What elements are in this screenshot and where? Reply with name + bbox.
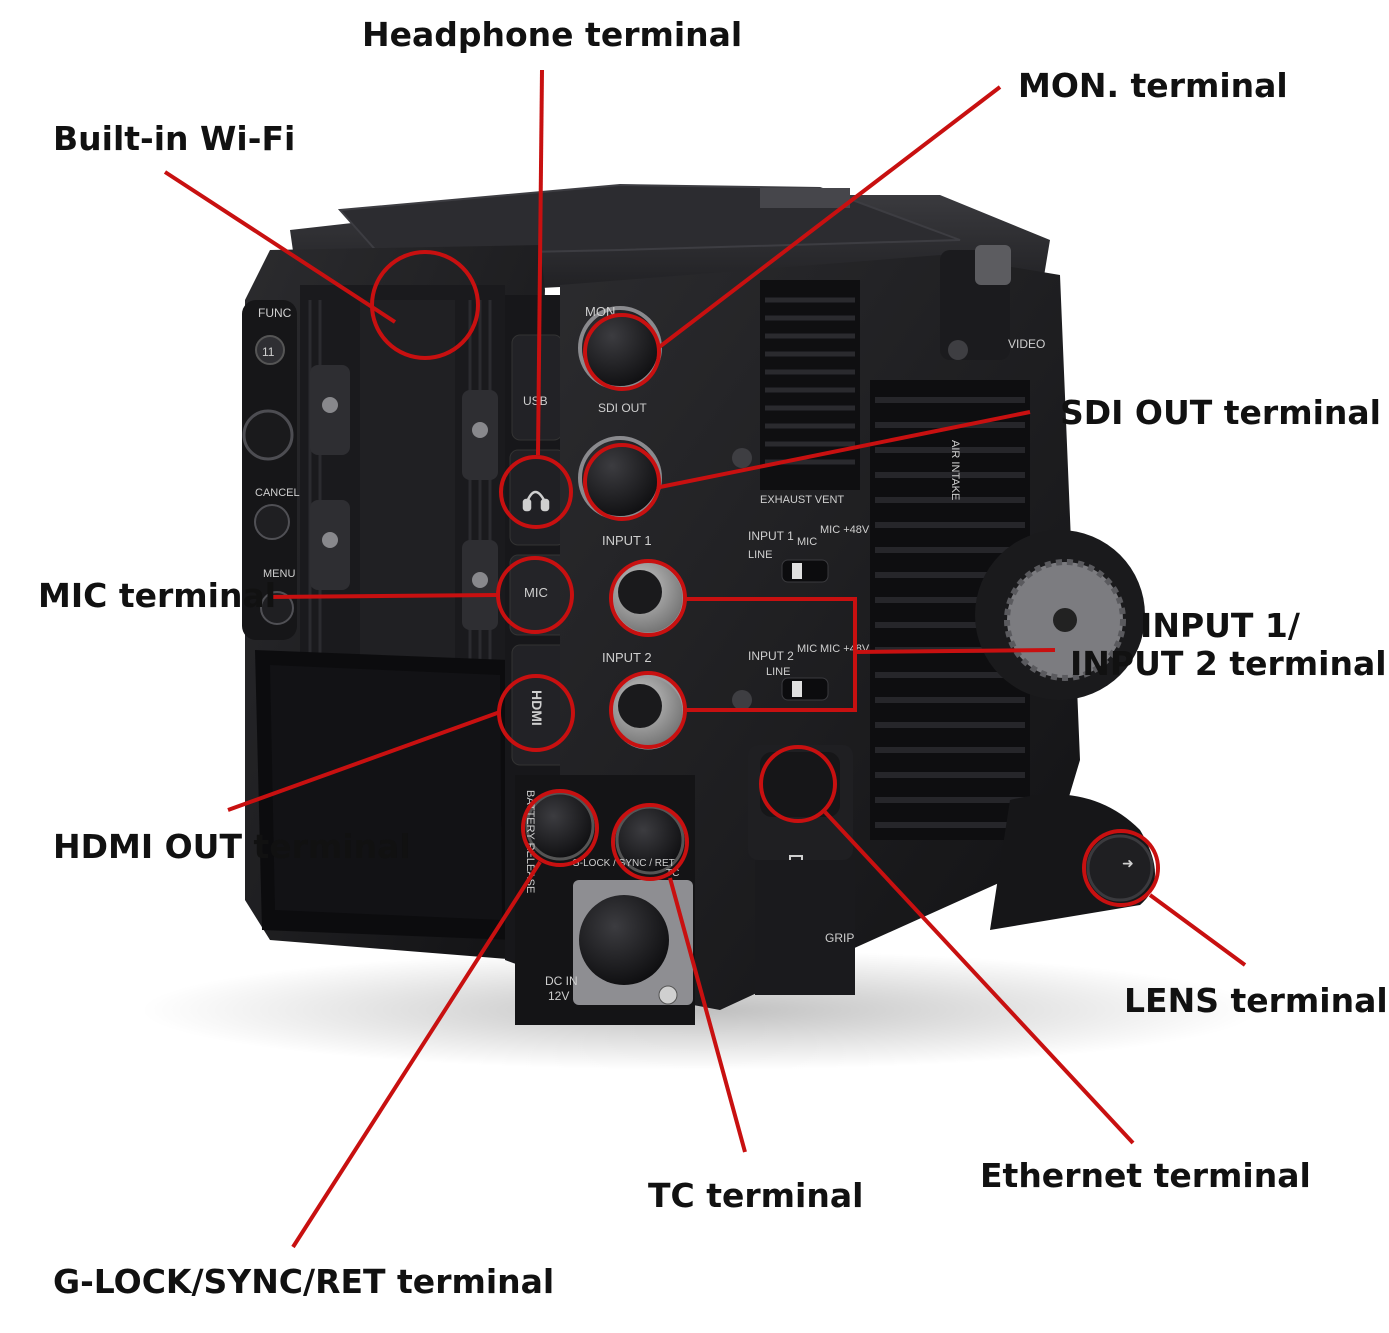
grip-marking: GRIP: [825, 931, 854, 945]
battery-compartment-inner: [270, 665, 502, 920]
input2-switch[interactable]: [781, 677, 829, 701]
lens-connector[interactable]: [1086, 834, 1154, 902]
func-marking: FUNC: [258, 306, 292, 320]
mic-port-marking: MIC: [524, 585, 548, 600]
glock-leader: [291, 860, 542, 1249]
input1-latch: [618, 570, 662, 614]
mon-marking: MON: [585, 304, 615, 319]
hdmi-logo-marking: HDMI: [529, 690, 545, 726]
input2-latch: [618, 684, 662, 728]
glock-tc-marking: G-LOCK / SYNC / RET: [572, 858, 675, 869]
input2-screw: [732, 690, 752, 710]
label-sdi-out-terminal: SDI OUT terminal: [1060, 393, 1381, 432]
sdi-ring: [583, 443, 661, 521]
usb-marking: USB: [523, 394, 548, 408]
wifi-leader: [163, 170, 397, 324]
label-input-line2: INPUT 2 terminal: [1070, 643, 1387, 683]
label-input-line1: INPUT 1/: [1140, 606, 1300, 645]
dc-in-marking: DC IN: [545, 974, 578, 988]
video-screw: [948, 340, 968, 360]
callouts: [163, 69, 1247, 1249]
label-mon-terminal: MON. terminal: [1018, 66, 1288, 105]
dc-in-screw: [658, 985, 678, 1005]
input1-switch-knob: [792, 563, 802, 579]
intake-slots: [875, 397, 1025, 828]
ethernet-leader: [823, 810, 1135, 1145]
menu-button[interactable]: [260, 591, 294, 625]
mic-ring: [496, 556, 574, 634]
dc-in-cap[interactable]: [579, 895, 669, 985]
label-input-terminal: INPUT 1/ INPUT 2 terminal: [1070, 606, 1387, 683]
label-ethernet-terminal: Ethernet terminal: [980, 1156, 1311, 1195]
mon-leader: [656, 85, 1002, 350]
input2-switch-knob: [792, 681, 802, 697]
rear-center-panel: [360, 300, 455, 685]
input2-marking: INPUT 2: [602, 650, 652, 665]
headphone-icon: [522, 490, 550, 512]
ethernet-ring: [759, 745, 837, 823]
switch2-input-marking: INPUT 2: [748, 649, 794, 663]
lens-leader: [1148, 893, 1247, 967]
label-glock-terminal: G-LOCK/SYNC/RET terminal: [53, 1262, 555, 1301]
headphone-leader: [536, 69, 544, 456]
input-bracket: [685, 597, 857, 712]
switch2-line-marking: LINE: [766, 666, 790, 678]
rosette-hole: [1053, 608, 1077, 632]
sdi-leader: [659, 410, 1031, 489]
grip-panel: [755, 860, 855, 995]
mount-pads: [310, 365, 498, 630]
joystick[interactable]: [242, 409, 294, 461]
input1-switch[interactable]: [781, 559, 829, 583]
ethernet-cap[interactable]: [760, 752, 840, 817]
exhaust-slots: [765, 297, 855, 465]
lens-ring: [1082, 829, 1160, 907]
video-marking: VIDEO: [1008, 337, 1045, 351]
video-knob[interactable]: [975, 245, 1011, 285]
menu-marking: MENU: [263, 568, 295, 580]
label-hdmi-out-terminal: HDMI OUT terminal: [53, 827, 411, 866]
hdmi-ring: [497, 674, 575, 752]
mic-leader: [267, 593, 499, 599]
sdi-out-marking: SDI OUT: [598, 401, 647, 415]
tc-ring: [611, 803, 689, 881]
mon-ring: [583, 313, 661, 391]
tc-leader: [668, 877, 747, 1153]
wifi-ring: [370, 250, 480, 360]
left-button-column: [242, 300, 297, 640]
switch1-input-marking: INPUT 1: [748, 529, 794, 543]
dc-12v-marking: 12V: [548, 989, 569, 1003]
cancel-marking: CANCEL: [255, 487, 300, 499]
top-screw-plate: [760, 188, 850, 208]
switch2-mic-marking: MIC: [797, 643, 817, 655]
func-button[interactable]: [255, 335, 285, 365]
switch1-line-marking: LINE: [748, 549, 772, 561]
label-mic-terminal: MIC terminal: [38, 576, 277, 615]
exhaust-marking: EXHAUST VENT: [760, 494, 844, 506]
air-intake-marking: AIR INTAKE: [949, 440, 961, 500]
hdmi-leader: [227, 710, 501, 812]
headphone-ring: [499, 455, 573, 529]
label-built-in-wifi: Built-in Wi-Fi: [53, 119, 296, 158]
cancel-button[interactable]: [254, 504, 290, 540]
label-headphone-terminal: Headphone terminal: [362, 15, 743, 54]
sdi-screw: [732, 448, 752, 468]
label-tc-terminal: TC terminal: [648, 1176, 864, 1215]
input-leader: [854, 648, 1056, 654]
label-lens-terminal: LENS terminal: [1124, 981, 1388, 1020]
switch1-48v-marking: MIC +48V: [820, 524, 870, 536]
input1-marking: INPUT 1: [602, 533, 652, 548]
glock-ring: [521, 789, 599, 867]
func-number-marking: 11: [262, 345, 275, 359]
switch1-mic-marking: MIC: [797, 536, 817, 548]
lens-arrow-icon: ➜: [1122, 855, 1134, 871]
